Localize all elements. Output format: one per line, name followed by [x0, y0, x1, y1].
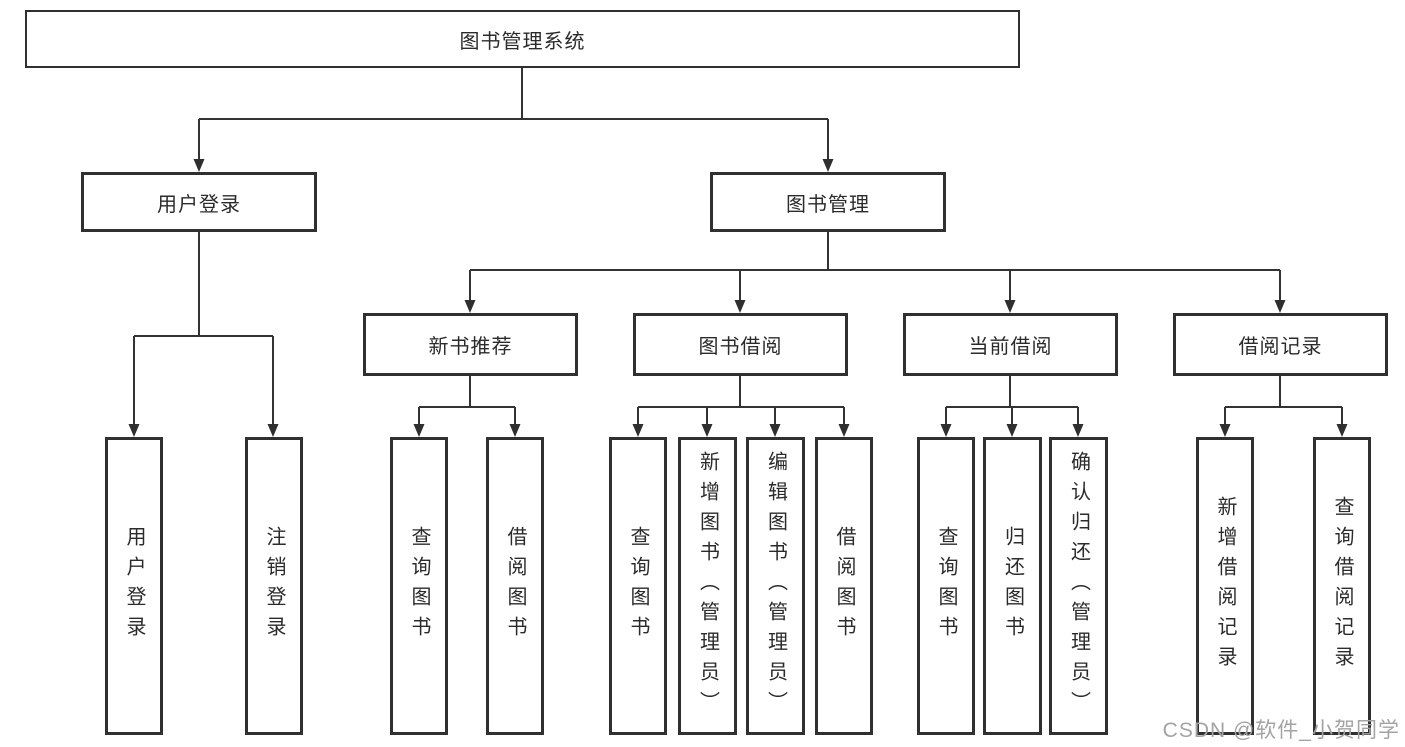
leaf-user-login: 用户登录 — [105, 437, 163, 735]
leaf-query-book-current: 查询图书 — [917, 437, 975, 735]
leaf-add-book-admin: 新增图书（管理员） — [678, 437, 737, 735]
arrowhead-icon — [1006, 424, 1018, 437]
leaf-borrow-book: 借阅图书 — [815, 437, 873, 735]
leaf-query-book-recommend: 查询图书 — [390, 437, 448, 735]
node-borrowing-records: 借阅记录 — [1173, 313, 1388, 376]
connector-userlogin-to-leaves — [128, 232, 279, 437]
leaf-return-book: 归还图书 — [983, 437, 1042, 735]
arrowhead-icon — [1336, 424, 1348, 437]
arrowhead-icon — [413, 424, 425, 437]
leaf-label: 查询图书 — [408, 526, 430, 646]
arrowhead-icon — [769, 424, 781, 437]
connector-newbooks-to-leaves — [413, 376, 521, 437]
leaf-label: 查询借阅记录 — [1331, 496, 1353, 676]
arrowhead-icon — [267, 424, 279, 437]
arrowhead-icon — [464, 300, 476, 313]
leaf-label: 注销登录 — [263, 526, 285, 646]
arrowhead-icon — [701, 424, 713, 437]
leaf-query-borrow-record: 查询借阅记录 — [1313, 437, 1371, 735]
node-label: 图书借阅 — [698, 336, 783, 358]
leaf-label: 查询图书 — [935, 526, 957, 646]
arrowhead-icon — [734, 300, 746, 313]
arrowhead-icon — [128, 424, 140, 437]
connector-current-to-leaves — [940, 376, 1084, 437]
connector-borrowing-to-leaves — [632, 376, 850, 437]
arrowhead-icon — [822, 159, 834, 172]
node-root: 图书管理系统 — [25, 10, 1020, 68]
node-label: 新书推荐 — [428, 336, 513, 358]
leaf-add-borrow-record: 新增借阅记录 — [1196, 437, 1254, 735]
node-root-label: 图书管理系统 — [459, 30, 586, 53]
leaf-label: 新增借阅记录 — [1214, 496, 1236, 676]
connector-bookmgmt-to-level3 — [464, 232, 1286, 313]
node-new-book-recommend: 新书推荐 — [363, 313, 578, 376]
arrowhead-icon — [193, 159, 205, 172]
connector-records-to-leaves — [1219, 376, 1348, 437]
arrowhead-icon — [838, 424, 850, 437]
leaf-borrow-book-recommend: 借阅图书 — [486, 437, 544, 735]
leaf-label: 归还图书 — [1001, 526, 1024, 646]
leaf-confirm-return-admin: 确认归还（管理员） — [1049, 437, 1108, 735]
node-book-borrowing: 图书借阅 — [633, 313, 848, 376]
leaf-query-book-borrowing: 查询图书 — [609, 437, 667, 735]
node-user-login-branch: 用户登录 — [81, 172, 317, 232]
arrowhead-icon — [1072, 424, 1084, 437]
arrowhead-icon — [940, 424, 952, 437]
leaf-label: 借阅图书 — [833, 526, 855, 646]
leaf-label: 用户登录 — [123, 526, 145, 646]
connector-root-to-level2 — [193, 68, 834, 172]
node-label: 图书管理 — [786, 193, 870, 216]
node-label: 借阅记录 — [1238, 336, 1323, 358]
node-label: 用户登录 — [157, 193, 241, 216]
arrowhead-icon — [632, 424, 644, 437]
node-label: 当前借阅 — [968, 336, 1053, 358]
leaf-label: 查询图书 — [627, 526, 649, 646]
node-book-management: 图书管理 — [710, 172, 946, 232]
leaf-edit-book-admin: 编辑图书（管理员） — [746, 437, 805, 735]
leaf-logout: 注销登录 — [245, 437, 303, 735]
leaf-label: 确认归还（管理员） — [1067, 451, 1090, 721]
arrowhead-icon — [509, 424, 521, 437]
arrowhead-icon — [1219, 424, 1231, 437]
leaf-label: 借阅图书 — [504, 526, 526, 646]
arrowhead-icon — [1004, 300, 1016, 313]
arrowhead-icon — [1274, 300, 1286, 313]
leaf-label: 编辑图书（管理员） — [764, 451, 787, 721]
leaf-label: 新增图书（管理员） — [696, 451, 719, 721]
node-current-borrowing: 当前借阅 — [903, 313, 1118, 376]
csdn-watermark: CSDN @软件_小贺同学 — [1162, 719, 1400, 742]
